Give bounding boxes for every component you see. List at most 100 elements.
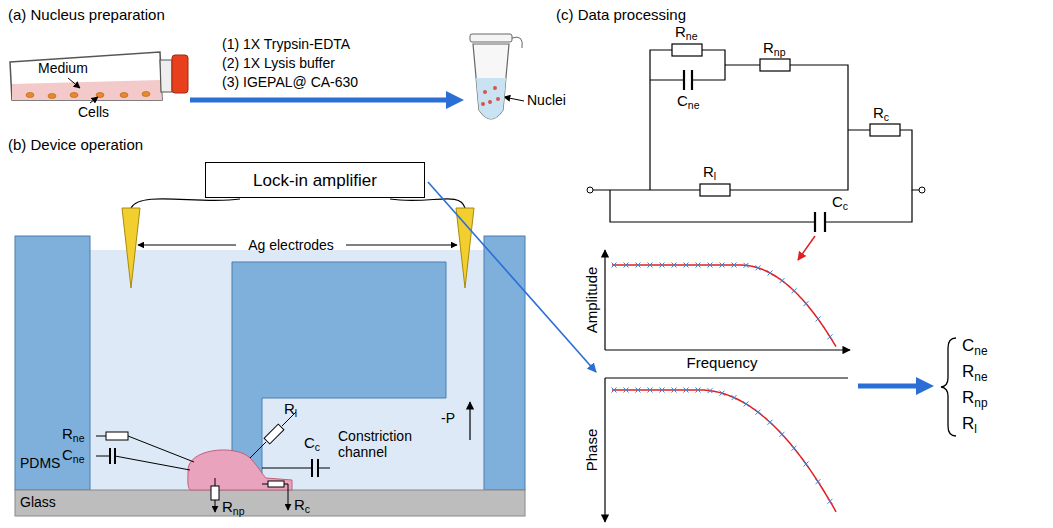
fit-curve: [780, 432, 785, 437]
label: Rl: [962, 414, 977, 434]
label: (b) Device operation: [8, 136, 143, 153]
circuit-component: [870, 124, 900, 136]
electrode-pointer: [346, 245, 457, 246]
equivalent-circuit-symbols: [215, 500, 216, 512]
label: Phase: [583, 429, 600, 472]
equivalent-circuit-symbols: [288, 484, 289, 510]
fit-curve: [624, 263, 629, 268]
fit-curve: [648, 388, 653, 393]
fit-curve: [720, 391, 725, 396]
fit-curve: [696, 263, 701, 268]
fit-curve: [672, 263, 677, 268]
glass-slide: [15, 490, 525, 516]
label: Rl: [284, 400, 297, 417]
terminal: [919, 187, 925, 193]
equivalent-circuit-symbols: [268, 481, 284, 487]
label: (c) Data processing: [556, 6, 686, 23]
subscript: np: [974, 396, 987, 410]
plot-axis: [604, 378, 605, 522]
fit-curve: [660, 388, 665, 393]
label: Rne: [962, 362, 988, 382]
equivalent-circuit-symbols: [318, 468, 330, 469]
label: (1) 1X Trypsin-EDTA: [222, 36, 350, 52]
subscript: ne: [974, 344, 987, 358]
plot-axis: [605, 349, 850, 350]
suction-arrow: [469, 402, 470, 440]
circuit-component: [672, 44, 702, 56]
fit-curve: [768, 270, 773, 275]
eppendorf-tube: [473, 44, 509, 119]
culture-flask: [10, 52, 162, 100]
subscript: l: [714, 170, 716, 182]
process-arrow: [190, 91, 464, 109]
label: Nuclei: [527, 92, 566, 108]
equivalent-circuit-symbols: [96, 456, 110, 457]
eppendorf-tube: [470, 34, 512, 42]
ag-electrode: [456, 208, 474, 288]
circuit-wire: [848, 130, 922, 190]
fit-curve: [684, 388, 689, 393]
subscript: np: [774, 46, 786, 58]
subscript: ne: [688, 99, 700, 111]
instrument-box: Lock-in amplifier: [205, 162, 425, 198]
label: Frequency: [687, 354, 758, 371]
equivalent-circuit-symbols: [284, 484, 288, 485]
fit-curve: [744, 263, 749, 268]
culture-flask: [12, 80, 162, 100]
equivalent-circuit-symbols: [215, 478, 216, 486]
cell-dots: [142, 92, 150, 97]
fit-curve: [612, 388, 617, 393]
circuit-component: [814, 212, 816, 232]
equivalent-circuit-symbols: [264, 424, 284, 444]
ag-electrode: [122, 208, 474, 288]
fit-curve: [732, 263, 737, 268]
subscript: ne: [73, 432, 85, 444]
label: PDMS: [20, 455, 60, 471]
subscript: ne: [73, 453, 85, 465]
subscript: c: [843, 200, 848, 212]
label: Cne: [962, 336, 988, 356]
leader-line: [68, 78, 80, 88]
fit-curve: [636, 263, 641, 268]
circuit-component: [683, 70, 685, 90]
culture-flask: [160, 60, 172, 92]
fit-curve: [708, 388, 713, 393]
fit-curve: [744, 401, 749, 406]
cell-dots: [120, 93, 128, 98]
label: Cells: [78, 104, 109, 120]
eppendorf-tube: [493, 86, 497, 90]
label: Rnp: [222, 498, 245, 515]
subscript: l: [974, 422, 977, 436]
eppendorf-tube: [481, 102, 485, 106]
equivalent-circuit-symbols: [109, 448, 111, 464]
ag-electrode: [122, 208, 140, 288]
fit-curve: [660, 263, 665, 268]
label: Cc: [304, 434, 320, 451]
circuit-component: [700, 184, 730, 196]
electrode-pointer: [138, 245, 236, 246]
label: Rl: [703, 163, 716, 180]
cell-dots: [96, 93, 104, 98]
subscript: c: [315, 441, 320, 453]
circuit-wire: [610, 190, 912, 222]
label: Cc: [832, 193, 848, 210]
cell-dots: [48, 94, 56, 99]
label: Rne: [62, 425, 85, 442]
circuit-component: [760, 59, 790, 71]
label: (2) 1X Lysis buffer: [222, 55, 335, 71]
output-arrow: [858, 384, 918, 389]
fit-curve: [792, 446, 797, 451]
fit-curve: [624, 388, 629, 393]
fit-curve: [696, 388, 701, 393]
label: Cne: [677, 92, 700, 109]
eppendorf-tube: [488, 100, 492, 104]
liquid: [15, 250, 525, 490]
label: Cne: [62, 446, 85, 463]
label: Rc: [873, 104, 889, 121]
box-text: Lock-in amplifier: [253, 171, 377, 191]
equivalent-circuit-symbols: [96, 436, 106, 437]
label: Ag electrodes: [248, 237, 334, 253]
circuit-wire: [590, 50, 922, 222]
